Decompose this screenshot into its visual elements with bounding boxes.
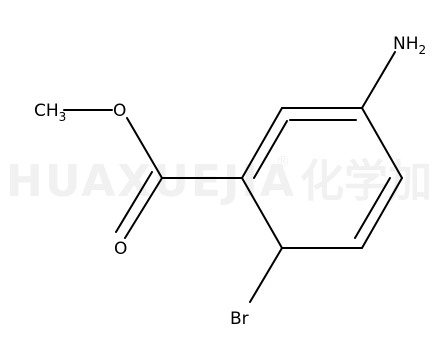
methyl-label-subscript: 3 (59, 110, 67, 124)
watermark-latin-text: HUAXUEJIA (6, 156, 296, 207)
watermark-cjk-text: 化学加 (300, 156, 432, 207)
watermark-registered-mark: ® (276, 154, 290, 170)
bond-ring-to-amine (361, 51, 396, 109)
ring-bond-c2-c3 (361, 107, 403, 179)
bond-carbonyl-carbon-to-ester-oxygen (126, 117, 163, 179)
ring-bond-c5-c6 (241, 177, 283, 249)
amine-label-main: NH (393, 34, 419, 54)
ring-bond-c3-c4 (361, 177, 403, 249)
ring-double-bond-inner-left (253, 120, 288, 179)
benzene-ring (241, 107, 403, 249)
amine-label-subscript: 2 (419, 43, 427, 57)
carbonyl-oxygen-label: O (114, 239, 127, 259)
methyl-label: CH3 (34, 101, 66, 124)
bond-carbonyl-double-outer (124, 177, 163, 239)
watermark: HUAXUEJIA ® 化学加 (6, 154, 432, 207)
bond-carbonyl-double-inner (115, 171, 153, 233)
methyl-label-main: CH (34, 101, 59, 121)
ring-bond-c6-c1 (241, 107, 283, 179)
amine-label: NH2 (393, 34, 426, 57)
ring-double-bond-inner-right (354, 177, 391, 239)
bond-ring-to-bromine (249, 247, 283, 303)
ester-oxygen-label: O (113, 101, 126, 121)
bromine-label: Br (230, 309, 249, 329)
